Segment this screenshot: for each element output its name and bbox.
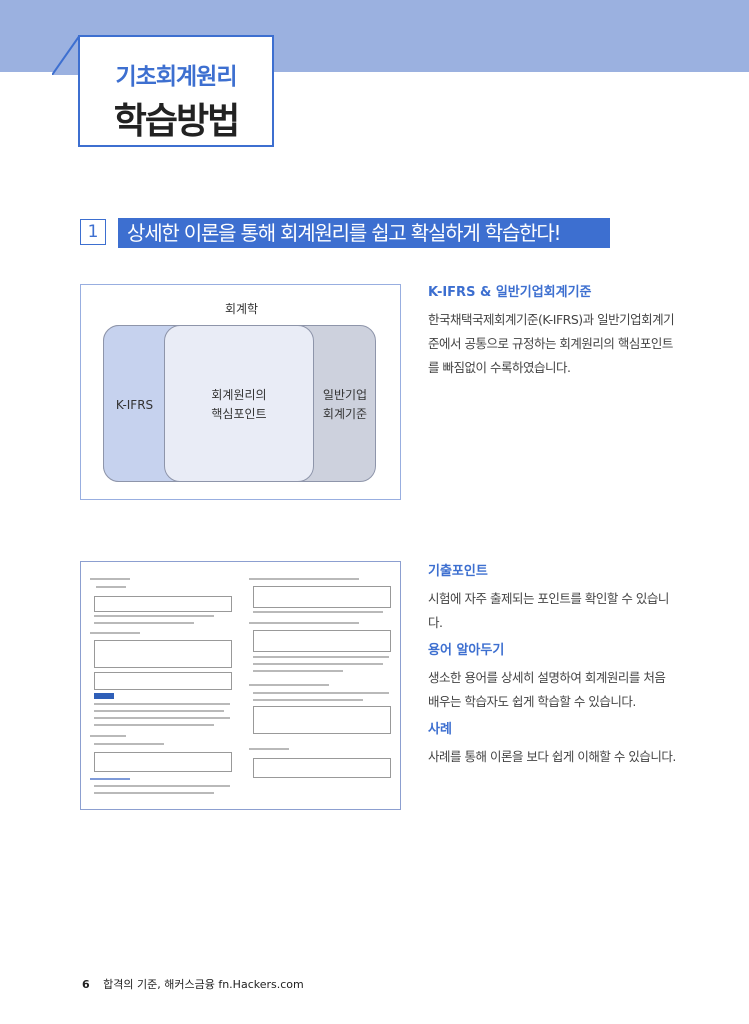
desc-feature-3-title: 사례 [428,722,452,737]
title-small: 기초회계원리 [115,64,238,90]
venn-figure: 회계학 K-IFRS 회계원리의 핵심포인트 일반기업 회계기준 [80,284,401,500]
desc-features: 기출포인트 시험에 자주 출제되는 포인트를 확인할 수 있습니다. 용어 알아… [428,560,678,769]
venn-right-label-1: 일반기업 [322,388,368,402]
venn-left-label: K-IFRS [115,398,154,412]
section-number: 1 [80,219,106,245]
desc-kifrs-body: 한국채택국제회계기준(K-IFRS)과 일반기업회계기준에서 공통으로 규정하는… [428,312,675,375]
thumb-left-column [90,572,233,800]
desc-feature-2-body: 생소한 용어를 상세히 설명하여 회계원리를 처음 배우는 학습자도 쉽게 학습… [428,670,666,709]
venn-center-label-1: 회계원리의 [211,388,267,402]
desc-kifrs-title: K-IFRS & 일반기업회계기준 [428,285,592,300]
thumb-right-column [249,572,394,800]
title-box: 기초회계원리 학습방법 [78,35,274,147]
venn-center-region [164,325,314,482]
page-number: 6 [82,978,90,991]
footer: 6 합격의 기준, 해커스금융 fn.Hackers.com [82,976,304,992]
desc-feature-2: 용어 알아두기 생소한 용어를 상세히 설명하여 회계원리를 처음 배우는 학습… [428,639,678,718]
venn-center-label-2: 핵심포인트 [211,407,267,421]
footer-text: 합격의 기준, 해커스금융 fn.Hackers.com [103,978,304,991]
desc-feature-3-body: 사례를 통해 이론을 보다 쉽게 이해할 수 있습니다. [428,749,676,764]
textbook-page-thumbnail [80,561,401,810]
desc-feature-3: 사례 사례를 통해 이론을 보다 쉽게 이해할 수 있습니다. [428,718,678,769]
desc-feature-1-body: 시험에 자주 출제되는 포인트를 확인할 수 있습니다. [428,591,669,630]
desc-kifrs: K-IFRS & 일반기업회계기준 한국채택국제회계기준(K-IFRS)과 일반… [428,281,678,380]
title-big: 학습방법 [113,101,240,142]
venn-top-label: 회계학 [224,302,259,316]
section-heading: 상세한 이론을 통해 회계원리를 쉽고 확실하게 학습한다! [118,218,610,248]
desc-feature-1: 기출포인트 시험에 자주 출제되는 포인트를 확인할 수 있습니다. [428,560,678,639]
venn-right-label-2: 회계기준 [322,407,368,421]
title-tab-corner [52,35,80,75]
desc-feature-2-title: 용어 알아두기 [428,643,505,658]
desc-feature-1-title: 기출포인트 [428,564,488,579]
